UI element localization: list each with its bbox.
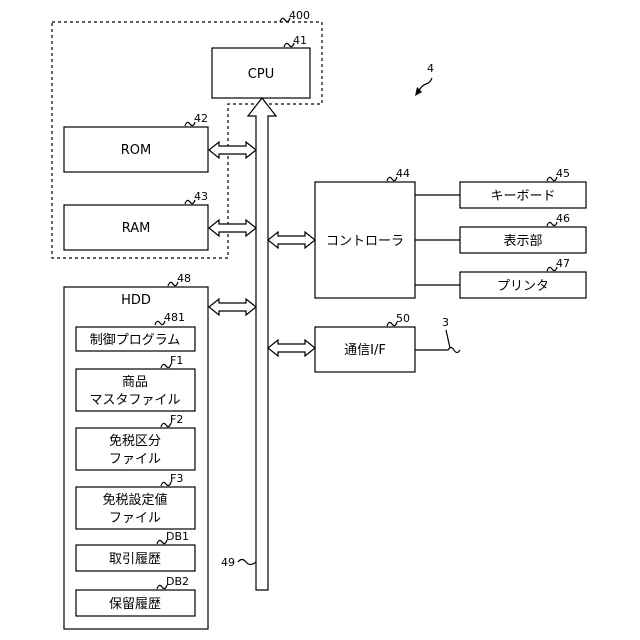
cpu-ref: 41	[293, 34, 307, 47]
device-ref-arrow	[418, 78, 432, 92]
hdd-ref: 48	[177, 272, 191, 285]
f2-label-line2: ファイル	[109, 452, 161, 467]
group-400-ref: 400	[289, 9, 310, 22]
f1-label-line2: マスタファイル	[89, 393, 180, 408]
controller-ref: 44	[396, 167, 410, 180]
hdd-bus-connector	[209, 299, 256, 315]
ram-label: RAM	[122, 221, 151, 236]
keyboard-ref: 45	[556, 167, 570, 180]
f1-ref: F1	[170, 354, 183, 367]
bus-ref-tilde	[238, 560, 256, 565]
rom-ref: 42	[194, 112, 208, 125]
controller-bus-connector	[268, 232, 315, 248]
network-line	[415, 348, 460, 353]
hdd-label: HDD	[121, 293, 151, 308]
display-label: 表示部	[503, 234, 542, 249]
ram-ref: 43	[194, 190, 208, 203]
db1-label: 取引履歴	[109, 552, 161, 567]
printer-ref: 47	[556, 257, 570, 270]
comm-bus-connector	[268, 340, 315, 356]
f3-label-line1: 免税設定値	[102, 492, 167, 508]
device-ref: 4	[427, 62, 434, 75]
network-ref-leader	[446, 330, 450, 348]
db2-label: 保留履歴	[109, 597, 161, 612]
f2-label-line1: 免税区分	[109, 434, 161, 449]
cpu-label: CPU	[248, 67, 274, 82]
printer-label: プリンタ	[497, 279, 549, 294]
rom-label: ROM	[121, 143, 151, 158]
db2-ref: DB2	[166, 575, 189, 588]
controller-label: コントローラ	[326, 234, 404, 249]
keyboard-label: キーボード	[490, 189, 555, 204]
display-ref: 46	[556, 212, 570, 225]
program-ref: 481	[164, 311, 185, 324]
ram-bus-connector	[209, 220, 256, 236]
bus-ref: 49	[221, 556, 235, 569]
f3-ref: F3	[170, 472, 183, 485]
comm-ref: 50	[396, 312, 410, 325]
db1-ref: DB1	[166, 530, 189, 543]
f1-label-line1: 商品	[122, 375, 148, 390]
network-ref: 3	[442, 316, 449, 329]
f2-ref: F2	[170, 413, 183, 426]
bus-arrow	[248, 98, 276, 590]
program-label: 制御プログラム	[90, 333, 181, 348]
f3-label-line2: ファイル	[109, 511, 161, 526]
comm-label: 通信I/F	[344, 343, 386, 358]
rom-bus-connector	[209, 142, 256, 158]
